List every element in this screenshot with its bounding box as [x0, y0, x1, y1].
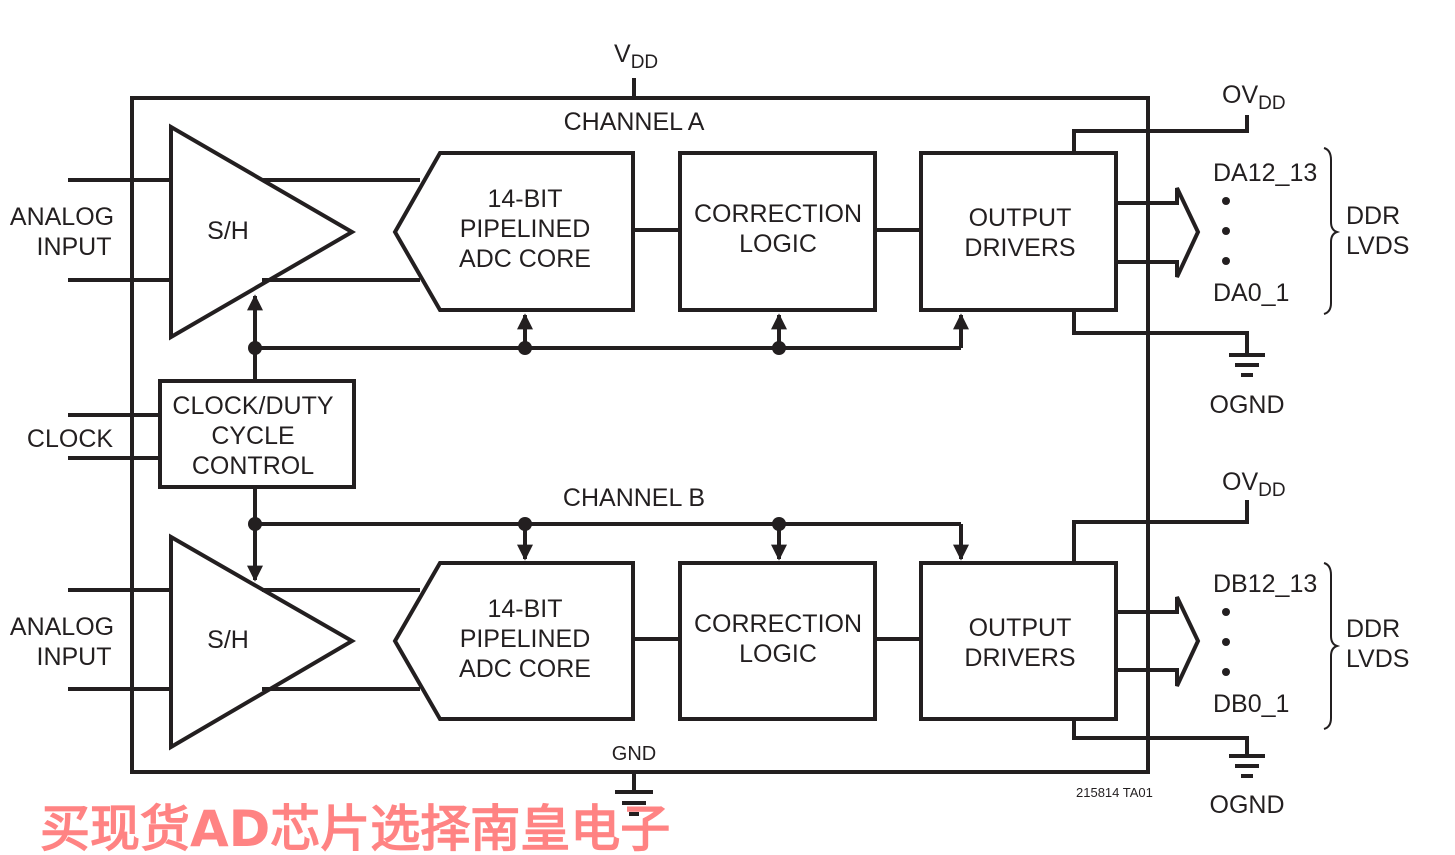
junction-dot	[772, 341, 786, 355]
lvds-b-label: LVDS	[1346, 645, 1409, 673]
corr-b-label-2: LOGIC	[739, 640, 817, 668]
adc-a-label-3: ADC CORE	[459, 245, 591, 273]
output-bus-arrow-a	[1116, 187, 1201, 278]
bus-b-dot	[1222, 668, 1230, 676]
corr-a-label-2: LOGIC	[739, 230, 817, 258]
bus-b-dot	[1222, 638, 1230, 646]
clock-block-label-3: CONTROL	[192, 452, 314, 480]
clock-block-label-1: CLOCK/DUTY	[172, 392, 333, 420]
corr-a-label-1: CORRECTION	[694, 200, 862, 228]
ognd-b-label: OGND	[1210, 791, 1285, 819]
ground-icon	[615, 790, 653, 816]
channel-a-title: CHANNEL A	[564, 108, 705, 136]
adc-core-a	[392, 151, 635, 312]
analog-input-a-label-1: ANALOG	[10, 203, 114, 231]
ovdd-b-wire	[1072, 500, 1249, 563]
junction-dot	[518, 341, 532, 355]
gnd-label: GND	[612, 743, 656, 765]
adc-a-label-2: PIPELINED	[460, 215, 591, 243]
figure-id: 215814 TA01	[1076, 785, 1153, 800]
out-b-label-2: DRIVERS	[964, 644, 1075, 672]
analog-input-b-label-2: INPUT	[37, 643, 112, 671]
channel-b-title: CHANNEL B	[563, 484, 705, 512]
bus-a-dot	[1222, 197, 1230, 205]
bus-a-bottom-label: DA0_1	[1213, 279, 1289, 307]
out-a-label-1: OUTPUT	[969, 204, 1072, 232]
bus-a-dot	[1222, 257, 1230, 265]
ovdd-a-wire	[1072, 115, 1249, 153]
ovdd-b-label: OVDD	[1222, 468, 1286, 501]
junction-dot	[248, 341, 262, 355]
out-a-label-2: DRIVERS	[964, 234, 1075, 262]
bus-b-dot	[1222, 608, 1230, 616]
bus-a-dot	[1222, 227, 1230, 235]
output-drivers-a	[919, 151, 1118, 312]
analog-input-a-label-2: INPUT	[37, 233, 112, 261]
ground-icon	[1229, 353, 1265, 377]
adc-b-label-3: ADC CORE	[459, 655, 591, 683]
sample-hold-b	[169, 533, 356, 751]
output-drivers-b	[919, 561, 1118, 721]
bus-a-top-label: DA12_13	[1213, 159, 1317, 187]
ognd-a-wire	[1072, 310, 1249, 355]
vdd-label: VDD	[614, 40, 658, 73]
brace-b	[1323, 562, 1341, 730]
clock-block-label-2: CYCLE	[211, 422, 294, 450]
corr-b-label-1: CORRECTION	[694, 610, 862, 638]
ground-icon	[1229, 754, 1265, 778]
lvds-a-label: LVDS	[1346, 232, 1409, 260]
ognd-b-wire	[1072, 719, 1249, 756]
junction-dot	[518, 517, 532, 531]
junction-dot	[772, 517, 786, 531]
analog-input-b-label-1: ANALOG	[10, 613, 114, 641]
adc-core-b	[392, 561, 635, 721]
ddr-b-label: DDR	[1346, 615, 1400, 643]
sample-hold-a	[169, 123, 356, 341]
watermark: 买现货AD芯片选择南皇电子	[40, 800, 670, 855]
adc-a-label-1: 14-BIT	[487, 185, 562, 213]
bus-b-top-label: DB12_13	[1213, 570, 1317, 598]
sample-hold-b-label: S/H	[207, 626, 249, 654]
chip-outline	[130, 96, 1150, 774]
out-b-label-1: OUTPUT	[969, 614, 1072, 642]
adc-b-label-2: PIPELINED	[460, 625, 591, 653]
ovdd-a-label: OVDD	[1222, 81, 1286, 114]
sample-hold-a-label: S/H	[207, 217, 249, 245]
junction-dot	[248, 517, 262, 531]
output-bus-arrow-b	[1116, 596, 1201, 687]
ddr-a-label: DDR	[1346, 202, 1400, 230]
ognd-a-label: OGND	[1210, 391, 1285, 419]
clock-input-label: CLOCK	[27, 425, 113, 453]
bus-b-bottom-label: DB0_1	[1213, 690, 1289, 718]
adc-b-label-1: 14-BIT	[487, 595, 562, 623]
brace-a	[1323, 147, 1341, 315]
